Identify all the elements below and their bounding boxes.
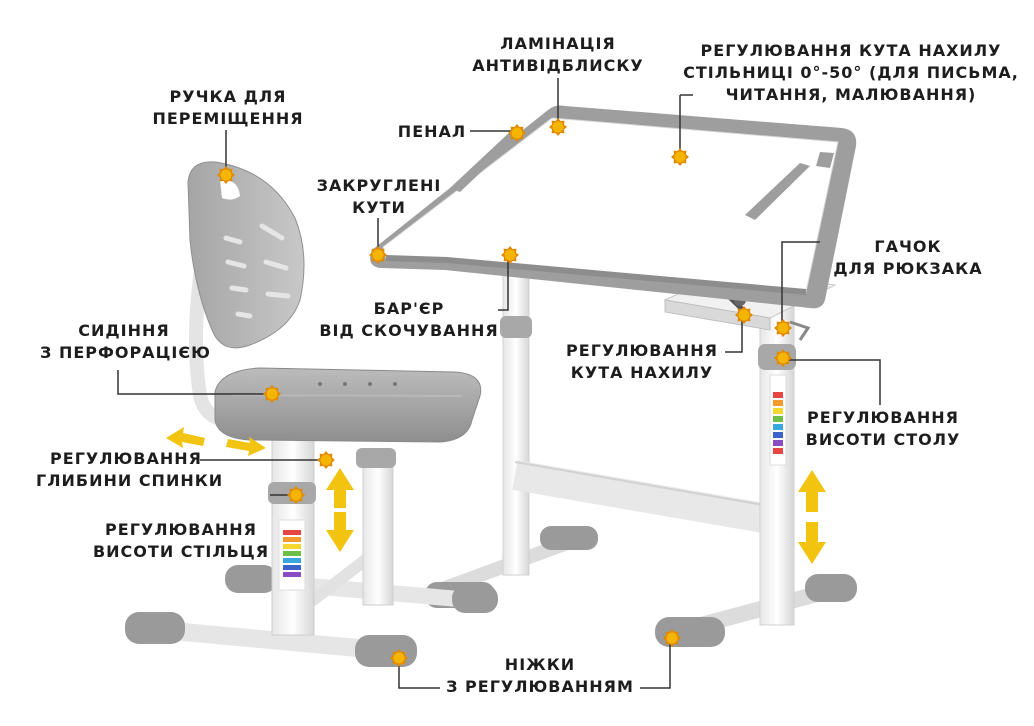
marker-handle — [217, 166, 235, 184]
callout-markers — [217, 118, 792, 667]
arrow-up-chair — [326, 468, 354, 508]
marker-pencil-case — [508, 124, 526, 142]
arrow-down-desk — [798, 522, 826, 564]
marker-tilt-angle — [671, 148, 689, 166]
desk-foot-cap — [540, 526, 598, 550]
arrow-down-chair — [326, 512, 354, 552]
leader-lines — [117, 78, 881, 689]
chair-seat — [214, 367, 482, 443]
pencil-tray — [450, 130, 522, 192]
desk-left-clamp — [500, 316, 532, 338]
desk-foot-cap — [805, 574, 857, 602]
marker-leg-chair — [390, 649, 408, 667]
anti-roll-barrier — [385, 255, 807, 295]
chair-foot-cap — [355, 635, 417, 667]
chair-backrest — [187, 161, 305, 349]
chair-foot-cap — [225, 565, 277, 593]
marker-rounded-corners — [369, 246, 387, 264]
chair-back-pole — [362, 454, 394, 606]
marker-seat — [263, 385, 281, 403]
desk-foot-cap — [655, 617, 725, 647]
direction-arrows — [166, 427, 826, 564]
marker-desk-height — [774, 349, 792, 367]
marker-lamination — [549, 118, 567, 136]
marker-chair-height — [287, 486, 305, 504]
marker-leg-desk — [663, 629, 681, 647]
backrest-handle-hole — [220, 179, 240, 200]
pencil-tray — [745, 163, 810, 220]
arrow-up-desk — [798, 470, 826, 512]
label-pencil-case: ПЕНАЛ — [397, 122, 467, 141]
chair — [125, 161, 498, 667]
chair-foot-cap — [125, 612, 185, 644]
marker-barrier — [501, 246, 519, 264]
chair-foot-cap — [452, 585, 498, 613]
arrow-left — [166, 427, 205, 448]
arrow-right — [226, 437, 266, 456]
desk — [370, 105, 857, 647]
marker-hook — [774, 319, 792, 337]
marker-tilt-adjust — [735, 306, 753, 324]
backpack-hook — [789, 320, 811, 341]
marker-back-depth — [317, 451, 335, 469]
desk-crossbar — [512, 460, 778, 535]
